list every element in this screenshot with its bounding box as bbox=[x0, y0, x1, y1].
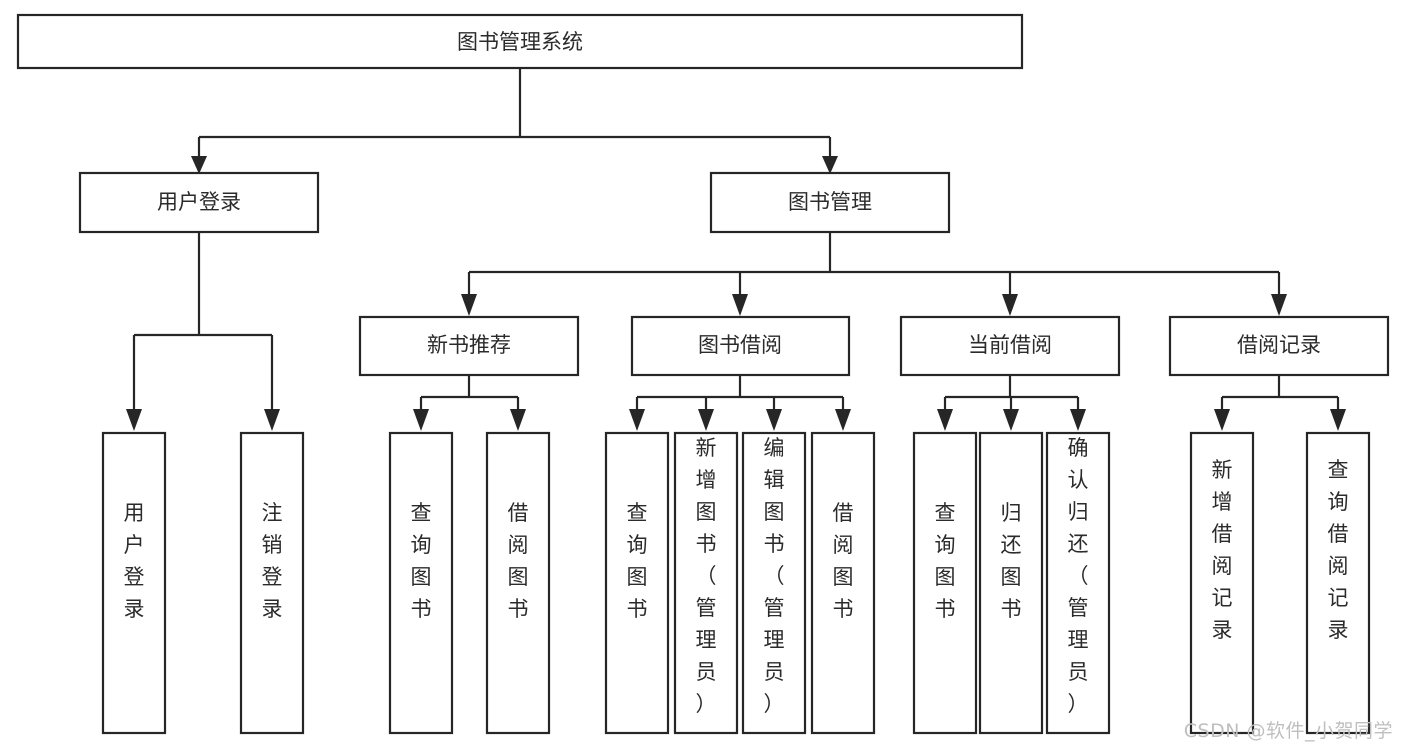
arrow-to-current-borrow bbox=[1002, 294, 1018, 316]
arrow-to-leaf-borrow-book-1 bbox=[510, 409, 526, 431]
leaf-query-book-3-box[interactable] bbox=[912, 431, 978, 735]
leaf-query-record-box[interactable] bbox=[1305, 431, 1371, 735]
edge-group-newbook-to-leaves bbox=[413, 375, 526, 431]
node-root-label: 图书管理系统 bbox=[457, 30, 583, 54]
leaf-borrow-book-1-label: 借阅图书 bbox=[508, 501, 529, 621]
node-borrow-record-label: 借阅记录 bbox=[1237, 333, 1321, 357]
leaf-query-record[interactable]: 查询借阅记录 bbox=[1305, 431, 1371, 735]
arrow-to-leaf-return-book bbox=[1003, 409, 1019, 431]
csdn-watermark: CSDN @软件_小贺同学 bbox=[1183, 720, 1393, 742]
node-root-box[interactable] bbox=[16, 13, 1024, 70]
leaf-query-record-label: 查询借阅记录 bbox=[1328, 458, 1349, 642]
node-book-manage-label: 图书管理 bbox=[788, 190, 872, 214]
arrow-to-leaf-edit-book bbox=[766, 409, 782, 431]
leaf-user-login-box[interactable] bbox=[101, 431, 167, 735]
leaf-borrow-book-2-box[interactable] bbox=[810, 431, 876, 735]
node-current-borrow-box[interactable] bbox=[899, 315, 1121, 377]
node-user-login[interactable]: 用户登录 bbox=[78, 171, 320, 234]
leaf-edit-book-label: 编辑图书（管理员） bbox=[764, 436, 785, 716]
edge-group-currentborrow-to-leaves bbox=[937, 375, 1086, 431]
edge-group-borrowrecord-to-leaves bbox=[1214, 375, 1346, 431]
leaf-add-book[interactable]: 新增图书（管理员） bbox=[673, 431, 739, 735]
node-new-book-recommend-box[interactable] bbox=[358, 315, 580, 377]
arrow-to-leaf-query-book-1 bbox=[413, 409, 429, 431]
leaf-user-login[interactable]: 用户登录 bbox=[101, 431, 167, 735]
leaf-confirm-return-box[interactable] bbox=[1045, 431, 1111, 735]
leaf-return-book-box[interactable] bbox=[978, 431, 1044, 735]
leaf-confirm-return-label: 确认归还（管理员） bbox=[1068, 436, 1089, 716]
node-book-borrow-label: 图书借阅 bbox=[698, 333, 782, 357]
arrow-to-leaf-borrow-book-2 bbox=[835, 409, 851, 431]
node-borrow-record[interactable]: 借阅记录 bbox=[1168, 315, 1390, 377]
leaf-user-logout-box[interactable] bbox=[239, 431, 305, 735]
leaf-query-book-1-box[interactable] bbox=[388, 431, 454, 735]
leaf-confirm-return[interactable]: 确认归还（管理员） bbox=[1045, 431, 1111, 735]
edge-group-bookborrow-to-leaves bbox=[629, 375, 851, 431]
node-new-book-recommend[interactable]: 新书推荐 bbox=[358, 315, 580, 377]
leaf-query-book-3[interactable]: 查询图书 bbox=[912, 431, 978, 735]
arrow-to-leaf-add-record bbox=[1214, 409, 1230, 431]
arrow-to-leaf-user-login bbox=[126, 409, 142, 431]
edge-group-root-to-level2 bbox=[191, 68, 838, 174]
node-borrow-record-box[interactable] bbox=[1168, 315, 1390, 377]
arrow-to-leaf-query-book-2 bbox=[629, 409, 645, 431]
leaf-return-book[interactable]: 归还图书 bbox=[978, 431, 1044, 735]
leaf-query-book-2-label: 查询图书 bbox=[627, 501, 648, 621]
arrow-to-leaf-user-logout bbox=[264, 409, 280, 431]
node-user-login-label: 用户登录 bbox=[157, 190, 241, 214]
leaf-user-logout-label: 注销登录 bbox=[262, 501, 283, 621]
leaf-query-book-3-label: 查询图书 bbox=[935, 501, 956, 621]
arrow-to-book-manage bbox=[822, 156, 838, 174]
leaf-edit-book[interactable]: 编辑图书（管理员） bbox=[741, 431, 807, 735]
arrow-to-leaf-query-book-3 bbox=[937, 409, 953, 431]
node-current-borrow[interactable]: 当前借阅 bbox=[899, 315, 1121, 377]
node-new-book-recommend-label: 新书推荐 bbox=[427, 333, 511, 357]
leaf-return-book-label: 归还图书 bbox=[1001, 501, 1022, 621]
leaf-add-record-label: 新增借阅记录 bbox=[1212, 458, 1233, 642]
edge-group-userlogin-to-leaves bbox=[126, 232, 280, 431]
arrow-to-book-borrow bbox=[732, 294, 748, 316]
arrow-to-borrow-record bbox=[1271, 294, 1287, 316]
node-book-manage-box[interactable] bbox=[709, 171, 951, 234]
leaf-borrow-book-2-label: 借阅图书 bbox=[833, 501, 854, 621]
leaf-borrow-book-2[interactable]: 借阅图书 bbox=[810, 431, 876, 735]
leaf-borrow-book-1[interactable]: 借阅图书 bbox=[485, 431, 551, 735]
arrow-to-new-book-recommend bbox=[461, 294, 477, 316]
arrow-to-leaf-query-record bbox=[1330, 409, 1346, 431]
leaf-add-record-box[interactable] bbox=[1189, 431, 1255, 735]
node-root[interactable]: 图书管理系统 bbox=[16, 13, 1024, 70]
leaf-query-book-1[interactable]: 查询图书 bbox=[388, 431, 454, 735]
node-current-borrow-label: 当前借阅 bbox=[968, 333, 1052, 357]
arrow-to-leaf-confirm-return bbox=[1070, 409, 1086, 431]
node-user-login-box[interactable] bbox=[78, 171, 320, 234]
leaf-edit-book-box[interactable] bbox=[741, 431, 807, 735]
leaf-user-logout[interactable]: 注销登录 bbox=[239, 431, 305, 735]
node-book-borrow[interactable]: 图书借阅 bbox=[630, 315, 851, 377]
leaf-query-book-2-box[interactable] bbox=[604, 431, 670, 735]
arrow-to-leaf-add-book bbox=[698, 409, 714, 431]
leaf-add-book-label: 新增图书（管理员） bbox=[696, 436, 717, 716]
node-book-borrow-box[interactable] bbox=[630, 315, 851, 377]
leaf-add-book-box[interactable] bbox=[673, 431, 739, 735]
leaf-borrow-book-1-box[interactable] bbox=[485, 431, 551, 735]
arrow-to-user-login bbox=[191, 156, 207, 174]
leaf-add-record[interactable]: 新增借阅记录 bbox=[1189, 431, 1255, 735]
leaf-query-book-2[interactable]: 查询图书 bbox=[604, 431, 670, 735]
node-book-manage[interactable]: 图书管理 bbox=[709, 171, 951, 234]
leaf-user-login-label: 用户登录 bbox=[124, 501, 145, 621]
edge-group-bookmanage-to-level3 bbox=[461, 232, 1287, 316]
leaf-query-book-1-label: 查询图书 bbox=[411, 501, 432, 621]
